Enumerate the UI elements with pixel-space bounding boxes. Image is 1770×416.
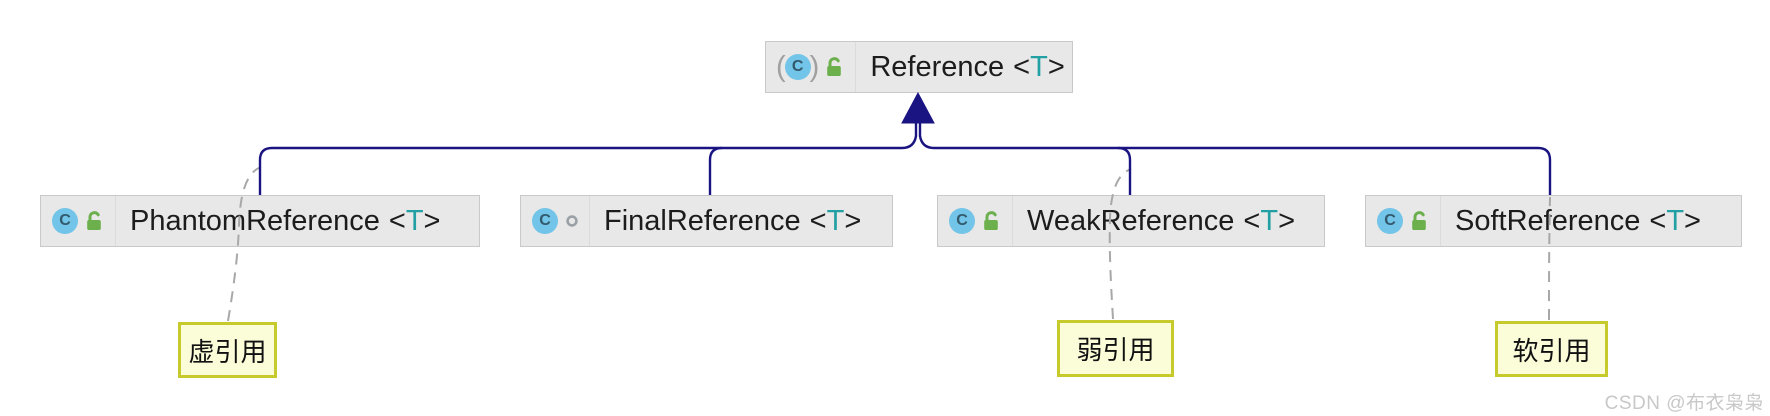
- class-icon: C: [532, 208, 558, 234]
- type-letter: T: [1260, 204, 1279, 237]
- type-letter: T: [1030, 50, 1048, 83]
- paren-open-icon: (: [776, 50, 786, 83]
- type-parameter: <T>: [1649, 205, 1701, 238]
- unlocked-icon: [85, 210, 105, 232]
- paren-close-icon: ): [809, 50, 820, 83]
- class-icon: C: [1377, 208, 1403, 234]
- watermark: CSDN @布衣枭枭: [1604, 393, 1764, 414]
- type-parameter: <T>: [389, 205, 441, 238]
- class-name: Reference: [870, 50, 1005, 83]
- class-node-softreference[interactable]: C SoftReference <T>: [1365, 195, 1742, 247]
- class-icon: C: [52, 208, 78, 234]
- class-node-weakreference[interactable]: C WeakReference <T>: [937, 195, 1325, 247]
- class-icon: C: [949, 208, 975, 234]
- note-text: 软引用: [1512, 335, 1591, 366]
- note-box-weak[interactable]: 弱引用: [1057, 320, 1174, 377]
- type-open: <: [1243, 204, 1261, 237]
- type-open: <: [388, 204, 406, 237]
- type-open: <: [1013, 50, 1031, 83]
- note-box-soft[interactable]: 软引用: [1495, 321, 1608, 377]
- icon-group: C: [1366, 196, 1441, 246]
- class-icon: C: [784, 54, 811, 80]
- unlocked-icon: [1410, 210, 1430, 232]
- type-parameter: <T>: [1243, 205, 1295, 238]
- type-parameter: <T>: [810, 205, 862, 238]
- class-node-phantomreference[interactable]: C PhantomReference <T>: [40, 195, 480, 247]
- icon-group: C: [938, 196, 1013, 246]
- unlocked-icon: [825, 56, 845, 78]
- icon-group: ( C ): [766, 42, 857, 92]
- type-letter: T: [1666, 204, 1685, 237]
- type-letter: T: [405, 204, 424, 237]
- note-text: 弱引用: [1076, 335, 1155, 365]
- type-letter: T: [826, 204, 845, 237]
- package-private-icon: [565, 214, 579, 228]
- note-text: 虚引用: [188, 336, 267, 367]
- inheritance-edge-soft: [918, 121, 1552, 195]
- type-close: >: [1047, 50, 1065, 83]
- type-open: <: [809, 204, 827, 237]
- class-name: SoftReference: [1455, 204, 1641, 237]
- unlocked-icon: [982, 210, 1002, 232]
- inheritance-arrowhead: [901, 91, 935, 124]
- class-name: FinalReference: [604, 204, 801, 237]
- class-name: PhantomReference: [130, 204, 380, 237]
- type-close: >: [423, 204, 441, 237]
- note-box-phantom[interactable]: 虚引用: [178, 322, 277, 378]
- type-close: >: [1684, 204, 1701, 237]
- inheritance-edge-final: [708, 146, 723, 195]
- type-open: <: [1649, 204, 1667, 237]
- class-node-reference[interactable]: ( C ) Reference <T>: [765, 41, 1073, 93]
- icon-group: C: [521, 196, 590, 246]
- type-close: >: [1278, 204, 1295, 237]
- inheritance-edge-phantom: [258, 121, 918, 195]
- type-close: >: [844, 204, 862, 237]
- class-node-finalreference[interactable]: C FinalReference <T>: [520, 195, 893, 247]
- class-name: WeakReference: [1027, 204, 1235, 237]
- inheritance-edge-weak: [1117, 146, 1132, 195]
- type-parameter: <T>: [1013, 51, 1065, 84]
- icon-group: C: [41, 196, 116, 246]
